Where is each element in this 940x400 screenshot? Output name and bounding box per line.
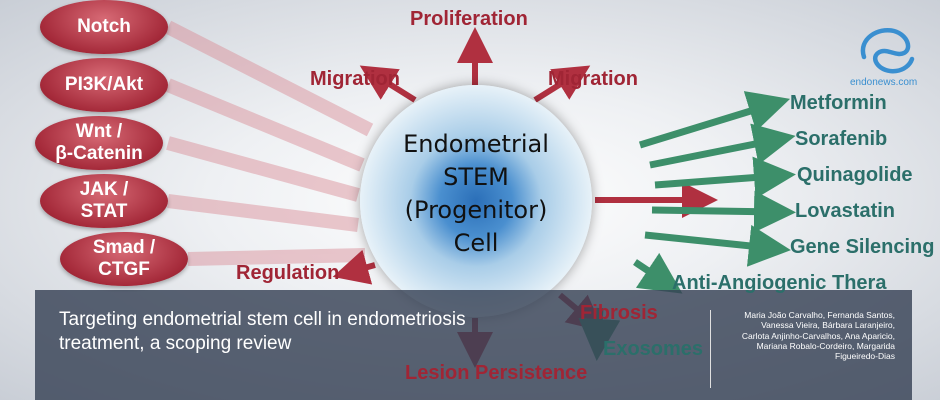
effect-migration-right: Migration [548,68,638,90]
therapy-metformin: Metformin [790,92,887,114]
pathway-pi3k-akt: PI3K/Akt [40,58,168,112]
divider [710,310,711,388]
effect-proliferation: Proliferation [410,8,528,30]
pathway-smad-ctgf: Smad / CTGF [60,232,188,286]
stem-cell-graphic [360,85,592,317]
therapy-sorafenib: Sorafenib [795,128,888,150]
therapy-anti-angiogenic: Anti-Angiogenic Thera [672,272,887,294]
article-authors: Maria João Carvalho, Fernanda Santos, Va… [741,310,895,362]
article-title[interactable]: Targeting endometrial stem cell in endom… [59,309,466,354]
effect-fibrosis: Fibrosis [580,302,658,324]
effect-lesion-persistence: Lesion Persistence [405,362,588,384]
therapy-arrows [578,91,796,361]
endonews-logo-icon[interactable] [856,27,918,77]
pathway-wnt: Wnt / β-Catenin [35,116,163,170]
pathway-notch: Notch [40,0,168,54]
effect-migration-left: Migration [310,68,400,90]
therapy-lovastatin: Lovastatin [795,200,896,222]
logo-text[interactable]: endonews.com [850,77,918,88]
pathway-jak-stat: JAK / STAT [40,174,168,228]
cell-label: Endometrial STEM (Progenitor) Cell [403,130,549,257]
therapy-quinagolide: Quinagolide [797,164,913,186]
therapy-exosomes: Exosomes [603,338,704,360]
therapy-gene-silencing: Gene Silencing [790,236,935,258]
effect-regulation: Regulation [236,262,340,284]
